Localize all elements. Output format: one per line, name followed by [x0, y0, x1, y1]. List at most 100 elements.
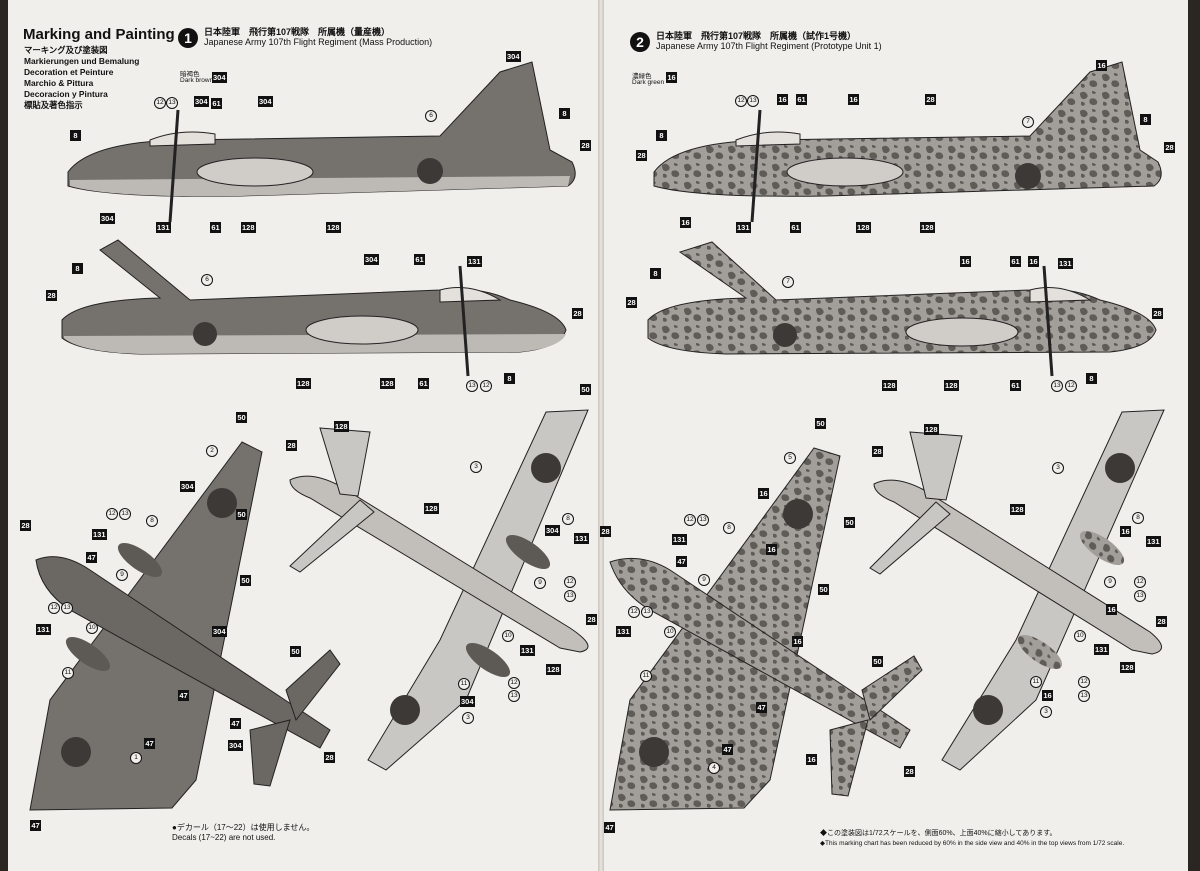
- scheme1-color-en: Dark brown: [180, 77, 214, 84]
- callout: 128: [944, 380, 959, 391]
- callout: 304: [212, 626, 227, 637]
- callout: 28: [1152, 308, 1163, 319]
- callout: 128: [241, 222, 256, 233]
- callout-circle: 8: [723, 522, 735, 534]
- top-view-4: [869, 409, 1165, 771]
- callout: 304: [258, 96, 273, 107]
- callout-circle: 4: [708, 762, 720, 774]
- callout: 28: [580, 140, 591, 151]
- translation-french: Decoration et Peinture: [24, 67, 114, 77]
- callout-circle: 12: [154, 97, 166, 109]
- callout: 131: [1094, 644, 1109, 655]
- callout: 28: [636, 150, 647, 161]
- callout: 50: [580, 384, 591, 395]
- callout: 304: [180, 481, 195, 492]
- callout: 16: [792, 636, 803, 647]
- callout: 8: [656, 130, 667, 141]
- scheme2-english: Japanese Army 107th Flight Regiment (Pro…: [656, 41, 882, 51]
- scheme2-color-jp: 濃緑色: [632, 73, 652, 80]
- callout: 128: [856, 222, 871, 233]
- callout-circle: 5: [784, 452, 796, 464]
- callout: 50: [844, 517, 855, 528]
- callout-circle: 10: [1074, 630, 1086, 642]
- callout: 8: [70, 130, 81, 141]
- callout: 61: [211, 98, 222, 109]
- callout: 304: [194, 96, 209, 107]
- callout-circle: 9: [116, 569, 128, 581]
- callout: 47: [756, 702, 767, 713]
- callout: 131: [520, 645, 535, 656]
- callout: 304: [100, 213, 115, 224]
- scheme1-japanese: 日本陸軍 飛行第107戦隊 所属機（量産機）: [204, 27, 391, 37]
- callout: 50: [240, 575, 251, 586]
- callout: 28: [626, 297, 637, 308]
- callout-circle: 3: [1052, 462, 1064, 474]
- callout-circle: 6: [201, 274, 213, 286]
- callout: 61: [1010, 256, 1021, 267]
- callout: 128: [924, 424, 939, 435]
- callout: 61: [418, 378, 429, 389]
- callout: 131: [1058, 258, 1073, 269]
- scheme2-color-code: 16: [666, 72, 677, 83]
- top-view-2: [289, 409, 589, 771]
- callout: 61: [796, 94, 807, 105]
- callout: 47: [230, 718, 241, 729]
- callout-circle: 6: [425, 110, 437, 122]
- callout: 50: [290, 646, 301, 657]
- callout: 128: [882, 380, 897, 391]
- callout: 28: [572, 308, 583, 319]
- callout-circle: 13: [641, 606, 653, 618]
- callout-circle: 11: [640, 670, 652, 682]
- side-view-4: [647, 241, 1157, 377]
- callout: 16: [1096, 60, 1107, 71]
- callout: 28: [20, 520, 31, 531]
- callout: 131: [92, 529, 107, 540]
- callout: 61: [790, 222, 801, 233]
- callout: 28: [904, 766, 915, 777]
- callout: 131: [156, 222, 171, 233]
- callout: 8: [1086, 373, 1097, 384]
- callout: 304: [228, 740, 243, 751]
- callout-circle: 3: [1040, 706, 1052, 718]
- scheme1-number: 1: [178, 28, 198, 48]
- callout: 50: [236, 412, 247, 423]
- callout: 128: [920, 222, 935, 233]
- page-fold: [598, 0, 604, 871]
- scheme1-english: Japanese Army 107th Flight Regiment (Mas…: [204, 37, 433, 47]
- callout-circle: 12: [48, 602, 60, 614]
- callout-circle: 10: [664, 626, 676, 638]
- callout: 47: [604, 822, 615, 833]
- callout-circle: 3: [470, 461, 482, 473]
- callout: 16: [1042, 690, 1053, 701]
- scheme1-color-jp: 暗褐色: [180, 71, 200, 78]
- callout-circle: 12: [628, 606, 640, 618]
- translation-spanish: Decoracion y Pintura: [24, 89, 108, 99]
- callout: 16: [1106, 604, 1117, 615]
- callout: 28: [586, 614, 597, 625]
- callout: 28: [1156, 616, 1167, 627]
- callout: 16: [806, 754, 817, 765]
- callout: 47: [178, 690, 189, 701]
- top-view-3: [609, 447, 923, 811]
- scheme1-color-code: 304: [212, 72, 227, 83]
- callout: 16: [758, 488, 769, 499]
- translation-chinese: 標貼及著色指示: [24, 100, 83, 110]
- callout: 8: [504, 373, 515, 384]
- callout: 128: [546, 664, 561, 675]
- callout-circle: 12: [735, 95, 747, 107]
- callout: 28: [324, 752, 335, 763]
- callout: 131: [1146, 536, 1161, 547]
- callout: 8: [72, 263, 83, 274]
- callout-circle: 9: [698, 574, 710, 586]
- callout: 128: [424, 503, 439, 514]
- callout-circle: 13: [564, 590, 576, 602]
- translation-german: Markierungen und Bemalung: [24, 56, 140, 66]
- callout: 16: [766, 544, 777, 555]
- callout: 131: [736, 222, 751, 233]
- callout-circle: 1: [130, 752, 142, 764]
- callout: 28: [286, 440, 297, 451]
- callout-circle: 12: [106, 508, 118, 520]
- callout-circle: 12: [684, 514, 696, 526]
- callout: 50: [815, 418, 826, 429]
